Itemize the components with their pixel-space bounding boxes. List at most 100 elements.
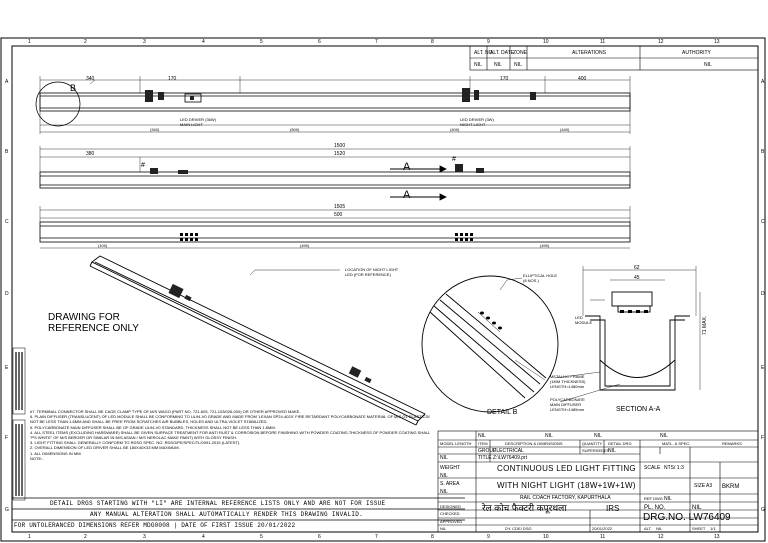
zone-row-label: B (761, 149, 765, 155)
zone-col-label: 8 (431, 39, 434, 45)
zone-row-label: D (5, 291, 9, 297)
note-item: 3. LIGHT FITTING SHALL GENERALLY CONFORM… (30, 440, 241, 446)
diffuser-callout: POLYCARBONATE MAIN DIFFUSER LENGTH=1485m… (550, 397, 585, 412)
tb-title-line-2: WITH NIGHT LIGHT (18W+1W+1W) (497, 481, 636, 490)
notes-block: #7. TERMINAL CONNECTOR SHALL BE CAGE CLA… (30, 409, 430, 461)
zone-row-label: A (761, 79, 765, 85)
tb-bom-qty: QUANTITY (582, 441, 603, 446)
zone-col-label: 13 (714, 534, 720, 540)
tb-supersedes-label: SUPERSEDES (582, 448, 610, 453)
footer-line-3: FOR UNTOLERANCED DIMENSIONS REFER MDG000… (14, 522, 296, 529)
tb-supersedes-value: NIL (608, 448, 616, 454)
zone-col-label: 5 (260, 534, 263, 540)
section-dim-inner: 45 (634, 275, 640, 281)
tb-ref-3: NIL (660, 433, 668, 439)
tb-checked-label: CHECKED (440, 511, 460, 516)
note-item: 2. OVERALL DIMENSION OF LED DRIVER SHALL… (30, 445, 180, 451)
tb-org-hindi: रेल कोच फैक्टरी कपूरथला (482, 503, 567, 513)
detail-b-title: DETAIL B (487, 409, 518, 416)
tb-date-value: 20/01/2022 (592, 526, 613, 531)
rev-header-alt-no: ALT. NO. (474, 50, 494, 56)
tb-alt-value: NIL (656, 526, 663, 531)
elev-dim-overall: 1500 (334, 143, 346, 149)
zone-row-label: G (761, 507, 765, 513)
tb-left-nil-2: NIL (440, 489, 448, 495)
zone-col-label: 9 (487, 534, 490, 540)
tb-designed-label: DESIGNED (440, 504, 461, 509)
tb-ref-1: NIL (545, 433, 553, 439)
stamp-line-2: REFERENCE ONLY (48, 323, 139, 334)
zone-row-label: F (5, 435, 9, 441)
tb-bom-detail: DETAIL DRG (608, 441, 632, 446)
rev-header-authority: AUTHORITY (682, 50, 711, 56)
rev-header-zone: ZONE (513, 50, 527, 56)
zone-col-label: 10 (543, 39, 549, 45)
tb-left-nil-3: NIL (440, 526, 447, 531)
tb-left-nil-1: NIL (440, 473, 448, 479)
bottom-subdim-2: (490) (540, 243, 550, 248)
driver-main-label: LED DRIVER (36W) MAIN LIGHT (180, 117, 217, 127)
note-item: "PS WHITE" OF M/S BERGER OR SIMILAR IN M… (30, 435, 237, 441)
zone-col-label: 6 (318, 39, 321, 45)
zone-col-label: 3 (143, 534, 146, 540)
zone-row-label: D (761, 291, 765, 297)
detail-b (421, 275, 559, 413)
tb-sheet-value: 1/1 (710, 526, 716, 531)
note-item: NOT BE LESS THAN 1.6MM AND SHALL BE FREE… (30, 419, 268, 425)
elevation-view (39, 146, 631, 201)
tb-sarea-label: S. AREA (440, 481, 460, 487)
subdim-0: (340) (150, 127, 160, 132)
bottom-subdim-0: (100) (98, 243, 108, 248)
bottom-dim-overall: 1505 (334, 204, 346, 210)
plan-view (35, 76, 631, 134)
note-item: 5. POLYCARBONATE MAIN DIFFUSER SHALL BE … (30, 424, 276, 430)
tb-bom-model: MODEL LENGTH (440, 441, 472, 446)
section-mark-bottom: A (403, 189, 411, 201)
led-module-label: LED MODULE (575, 315, 593, 325)
tb-size-label: SIZE (694, 483, 706, 489)
tb-weight-label: WEIGHT (440, 465, 460, 471)
tb-drg-no: DRG.NO. LW76409 (643, 512, 731, 523)
tb-scale-label: SCALE (644, 465, 661, 471)
section-aa-title: SECTION A-A (616, 406, 661, 413)
zone-row-label: G (5, 507, 9, 513)
driver-night (462, 88, 536, 102)
tb-group-label: GROUP (478, 448, 497, 454)
zone-col-label: 5 (260, 39, 263, 45)
dim-170-right: 170 (500, 76, 509, 82)
tb-group-value: ELECTRICAL (493, 448, 524, 454)
night-light-callout: LOCATION OF NIGHT LIGHT LED (FOR REFEREN… (345, 267, 399, 277)
tb-scale-value: NTS/ 1:3 (664, 465, 684, 471)
subdim-3: (440) (560, 127, 570, 132)
zone-row-label: C (761, 219, 765, 225)
zone-row-label: A (5, 79, 9, 85)
bottom-dim-inner: 500 (334, 212, 343, 218)
tb-title-line-1: CONTINUOUS LED LIGHT FITTING (497, 464, 636, 473)
tb-ref-2: NIL (594, 433, 602, 439)
zone-row-label: B (5, 149, 9, 155)
driver-main (145, 90, 202, 103)
zone-row-label: F (761, 435, 765, 441)
note-item: 6. PLAIN DIFFUSER (TRANSLUCENT) OF LED M… (30, 414, 430, 420)
title-block-grid (437, 430, 759, 533)
rev-header-alterations: ALTERATIONS (572, 50, 606, 56)
note-item: #7. TERMINAL CONNECTOR SHALL BE CAGE CLA… (30, 409, 301, 414)
zone-col-label: 6 (318, 534, 321, 540)
bottom-view (39, 206, 631, 249)
tb-approved-label: APPROVED (440, 519, 463, 524)
tb-org: RAIL COACH FACTORY, KAPURTHALA (520, 495, 611, 501)
dim-170-left: 170 (168, 76, 177, 82)
notes-heading: NOTE:- (30, 455, 44, 461)
footer-line-1: DETAIL DRGS STARTING WITH "LI" ARE INTER… (50, 500, 386, 507)
driver-night-label: LED DRIVER (3W) NIGHT LIGHT (460, 117, 494, 127)
rev-value-alt-no: NIL (474, 62, 482, 68)
zone-col-label: 1 (28, 534, 31, 540)
tb-ref-dwg-value: NIL (664, 496, 672, 502)
dim-400: 400 (578, 76, 587, 82)
tb-ref-0: NIL (478, 433, 486, 439)
elev-dim-left: 380 (86, 151, 95, 157)
zone-col-label: 4 (202, 534, 205, 540)
tb-left-nil-0: NIL (440, 455, 448, 461)
section-aa (554, 266, 701, 403)
